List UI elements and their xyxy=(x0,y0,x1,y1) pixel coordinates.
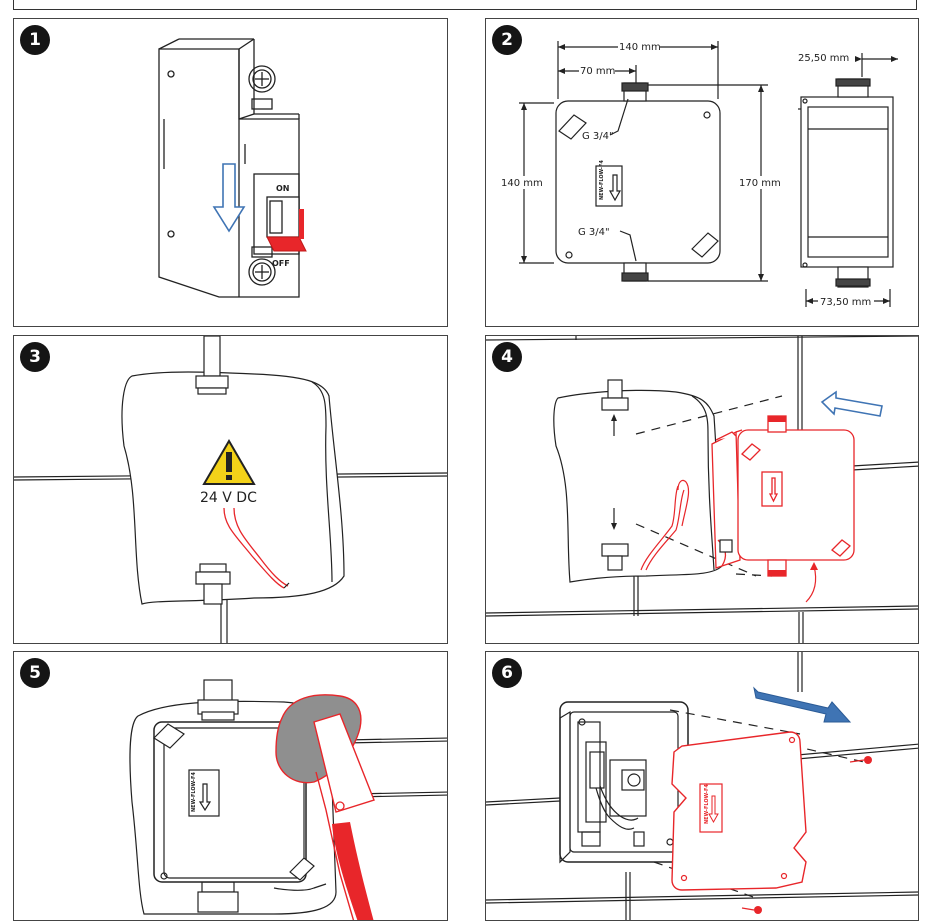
step-1-panel: 1 xyxy=(13,18,448,327)
wall-wires-illustration: 24 V DC xyxy=(14,336,447,643)
dim-depth: 73,50 mm xyxy=(820,297,871,308)
dim-half-width: 70 mm xyxy=(580,66,615,77)
mounting-tool-red xyxy=(275,694,375,920)
off-label: OFF xyxy=(272,259,290,268)
top-frame xyxy=(13,0,917,10)
box-insertion-illustration xyxy=(486,336,918,643)
dim-height: 140 mm xyxy=(501,178,543,189)
step-6-panel: 6 xyxy=(485,651,919,921)
thread-top-label: G 3/4" xyxy=(582,131,614,142)
low-voltage-wires xyxy=(223,507,289,589)
device-label-cover: NEW-FLOW-F4 xyxy=(704,784,710,824)
step-5-badge: 5 xyxy=(20,658,50,688)
step-1-badge: 1 xyxy=(20,25,50,55)
front-cover-red xyxy=(671,731,872,914)
breaker-illustration: ON OFF xyxy=(158,38,307,298)
step-5-panel: 5 NEW-FLOW-F4 xyxy=(13,651,448,921)
thread-bottom-label: G 3/4" xyxy=(578,227,610,238)
switch-off-arrow xyxy=(212,163,246,233)
dim-total-height: 170 mm xyxy=(739,178,781,189)
step-4-badge: 4 xyxy=(492,342,522,372)
box-mounting-illustration: NEW-FLOW-F4 xyxy=(129,679,447,920)
step-3-panel: 3 24 V DC xyxy=(13,335,448,644)
dimension-drawing: NEW-FLOW-F4 140 mm 70 mm 140 mm 170 mm G… xyxy=(500,40,898,308)
dim-thread-length: 25,50 mm xyxy=(798,53,849,64)
cover-direction-arrow xyxy=(753,686,852,723)
device-label-step5: NEW-FLOW-F4 xyxy=(191,772,197,812)
insert-direction-arrow xyxy=(820,390,883,417)
cover-installation-illustration: NEW-FLOW-F4 xyxy=(486,652,918,920)
device-label-front: NEW-FLOW-F4 xyxy=(599,160,605,200)
step-2-panel: 2 xyxy=(485,18,919,327)
dim-width: 140 mm xyxy=(619,42,661,53)
step-2-badge: 2 xyxy=(492,25,522,55)
on-label: ON xyxy=(276,184,290,193)
step-6-badge: 6 xyxy=(492,658,522,688)
voltage-label: 24 V DC xyxy=(200,490,257,506)
step-4-panel: 4 xyxy=(485,335,919,644)
warning-triangle-icon xyxy=(202,439,256,485)
flush-box-red xyxy=(711,415,855,577)
step-3-badge: 3 xyxy=(20,342,50,372)
